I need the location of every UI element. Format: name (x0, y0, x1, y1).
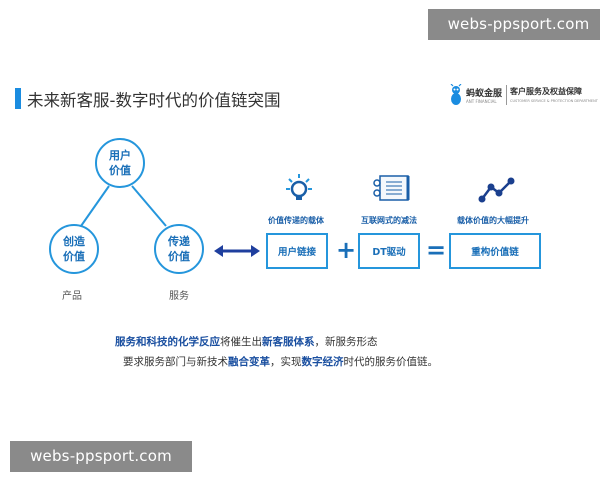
title-accent-bar (15, 88, 21, 109)
company-logo: 蚂蚁金服 ANT FINANCIAL 客户服务及权益保障 CUSTOMER SE… (448, 82, 598, 110)
paragraph-line-1: 服务和科技的化学反应将催生出新客服体系，新服务形态 (115, 334, 378, 349)
carrier-caption: 价值传递的载体 (268, 216, 324, 225)
para-text-2c: ，实现 (270, 356, 302, 368)
create-value-line2: 价值 (63, 250, 85, 263)
rebuild-value-chain-label: 重构价值链 (471, 247, 519, 258)
paragraph-line-2: 要求服务部门与新技术融合变革，实现数字经济时代的服务价值链。 (123, 354, 438, 369)
logo-en-name: ANT FINANCIAL (466, 99, 497, 104)
para-highlight-new-system: 新客服体系 (262, 336, 315, 348)
para-highlight-digital-economy: 数字经济 (301, 356, 344, 368)
create-value-line1: 创造 (63, 235, 85, 248)
para-text-2a: 要求服务部门与新技术 (123, 356, 228, 368)
user-value-circle: 用户 价值 (95, 138, 145, 188)
logo-separator (506, 85, 507, 105)
ant-logo-icon (450, 84, 462, 105)
logo-dept-en: CUSTOMER SERVICE & PROTECTION DEPARTMENT (510, 99, 598, 103)
user-link-box: 用户链接 (266, 233, 328, 269)
watermark-top: webs-ppsport.com (428, 9, 600, 40)
slide-title: 未来新客服-数字时代的价值链突围 (27, 91, 281, 110)
internet-subtraction-caption: 互联网式的减法 (361, 216, 417, 225)
deliver-value-line2: 价值 (168, 250, 190, 263)
equals-sign: = (426, 236, 447, 264)
logo-dept-cn: 客户服务及权益保障 (510, 87, 582, 96)
create-value-circle: 创造 价值 (49, 224, 99, 274)
user-link-label: 用户链接 (277, 247, 316, 258)
user-value-line2: 价值 (109, 164, 131, 177)
service-caption: 服务 (169, 291, 189, 302)
logo-cn-name: 蚂蚁金服 (466, 89, 503, 99)
para-highlight-chemistry: 服务和科技的化学反应 (115, 336, 220, 348)
dt-driven-box: DT驱动 (358, 233, 420, 269)
trend-line-icon (478, 177, 515, 203)
double-arrow-icon (214, 245, 260, 257)
data-screen-icon (373, 175, 410, 201)
para-text-1b: 将催生出 (220, 336, 262, 348)
para-text-2e: 时代的服务价值链。 (343, 356, 439, 368)
para-highlight-fusion: 融合变革 (228, 356, 270, 368)
deliver-value-circle: 传递 价值 (154, 224, 204, 274)
product-caption: 产品 (62, 291, 82, 302)
watermark-bottom: webs-ppsport.com (10, 441, 192, 472)
carrier-value-caption: 载体价值的大幅提升 (457, 216, 529, 225)
deliver-value-line1: 传递 (168, 235, 190, 248)
rebuild-value-chain-box: 重构价值链 (449, 233, 541, 269)
lightbulb-icon (286, 174, 312, 200)
dt-driven-label: DT驱动 (372, 247, 406, 258)
user-value-line1: 用户 (109, 149, 131, 162)
plus-sign: + (336, 236, 357, 264)
para-text-1d: ，新服务形态 (314, 336, 378, 348)
